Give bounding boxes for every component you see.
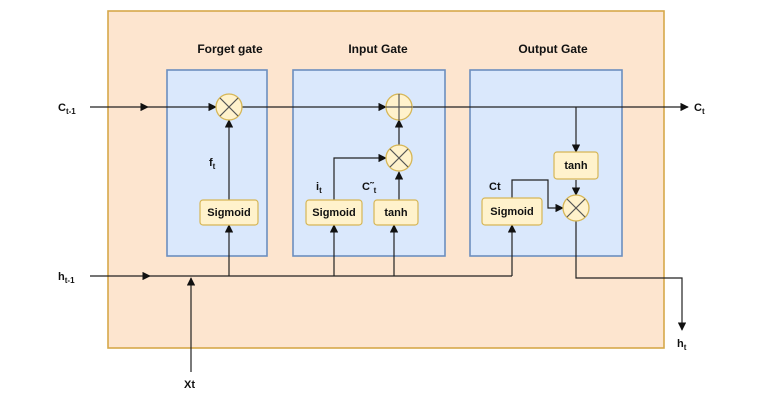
output-gate-title: Output Gate xyxy=(518,42,588,56)
forget-sigmoid-label: Sigmoid xyxy=(207,207,250,219)
forget-sigmoid-box xyxy=(199,199,259,226)
output-sigmoid-label: Sigmoid xyxy=(490,206,533,218)
output-sigmoid-box xyxy=(481,197,543,226)
cell-add-op xyxy=(385,93,413,121)
c-prev-label: Ct-1 xyxy=(58,102,76,116)
forget-gate-box xyxy=(166,69,268,257)
input-sigmoid-label: Sigmoid xyxy=(312,207,355,219)
input-multiply-op xyxy=(385,144,413,172)
input-sigmoid-to-mult-arrow xyxy=(333,153,387,200)
f-t-label: ft xyxy=(209,157,216,171)
input-tanh-box xyxy=(373,199,419,226)
i-t-label: it xyxy=(316,181,322,195)
h-out-label: ht xyxy=(677,338,687,352)
forget-gate-title: Forget gate xyxy=(197,42,263,56)
output-tanh-box xyxy=(553,151,599,180)
c-out-label: Ct xyxy=(694,102,705,116)
input-gate-title: Input Gate xyxy=(348,42,408,56)
input-tanh-label: tanh xyxy=(384,207,408,219)
forget-multiply-op xyxy=(215,93,243,121)
output-gate-box xyxy=(469,69,623,257)
output-tanh-label: tanh xyxy=(564,160,588,172)
input-gate-box xyxy=(292,69,446,257)
input-sigmoid-box xyxy=(305,199,363,226)
output-sigmoid-to-mult-arrow xyxy=(511,179,564,213)
x-input-label: Xt xyxy=(184,379,195,391)
ct-label: Ct xyxy=(489,181,501,193)
h-out-arrow xyxy=(575,221,687,331)
c-tilde-label: C˜t xyxy=(362,181,377,195)
h-prev-label: ht-1 xyxy=(58,271,75,285)
output-multiply-op xyxy=(562,194,590,222)
